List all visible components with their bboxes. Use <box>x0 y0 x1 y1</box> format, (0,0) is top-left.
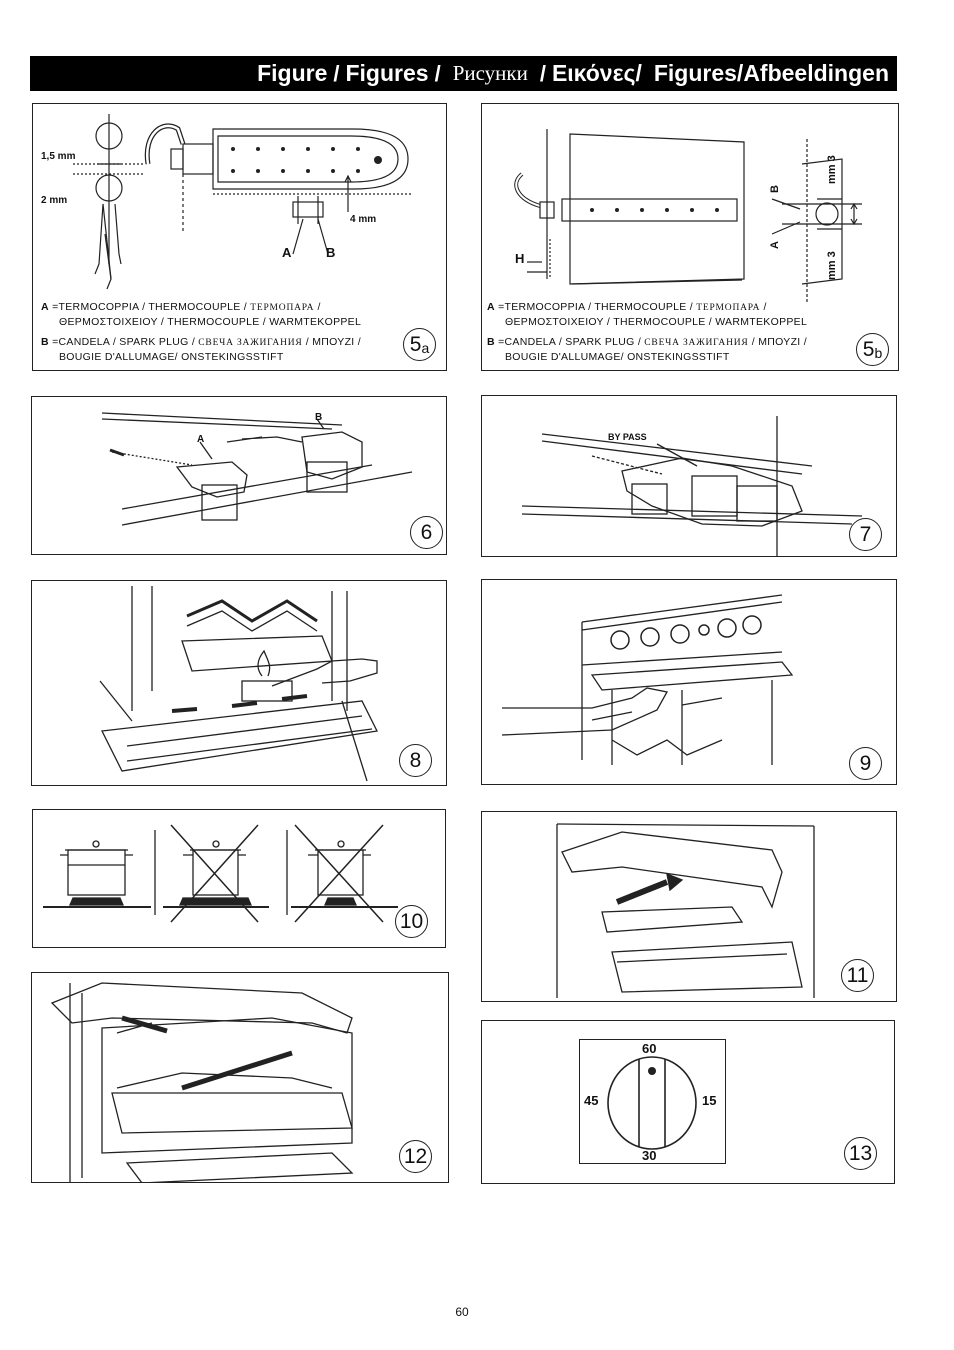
dimension-label: mm 3 <box>826 251 838 280</box>
valve-assembly-drawing <box>101 412 413 526</box>
figure-8-panel: 8 <box>31 580 447 786</box>
burner-thermocouple-drawing <box>73 114 413 290</box>
pot-placement-drawing <box>43 824 398 923</box>
header-sep: / <box>333 60 340 86</box>
figure-number-6: 6 <box>410 516 443 549</box>
figure-number-12: 12 <box>399 1140 432 1173</box>
legend-a-line1: A =TERMOCOPPIA / THERMOCOUPLE / ТЕРМОПАР… <box>41 301 321 313</box>
figure-7-panel: BY PASS 7 <box>481 395 897 557</box>
header-sep: / <box>434 60 441 86</box>
figure-number-7: 7 <box>849 518 882 551</box>
figure-10-panel: 10 <box>32 809 446 948</box>
page-number: 60 <box>455 1305 469 1319</box>
figure-number-13: 13 <box>844 1137 877 1170</box>
header-figures: Figures <box>345 60 429 86</box>
legend-a-line2: ΘΕΡΜΟΣΤΟΙΧΕΙΟΥ / THERMOCOUPLE / WARMTEKO… <box>505 316 808 328</box>
label-b: B <box>769 185 781 193</box>
page-header: Figure / Figures / Рисунки / Εικόνες/ Fi… <box>30 56 897 91</box>
oven-grill-drawing <box>501 594 794 765</box>
legend-b-line1: B =CANDELA / SPARK PLUG / СВЕЧА ЗАЖИГАНИ… <box>487 336 807 348</box>
header-sep: / <box>539 60 546 86</box>
legend-b-line1: B =CANDELA / SPARK PLUG / СВЕЧА ЗАЖИГАНИ… <box>41 336 361 348</box>
figure-5a-panel: 1,5 mm 2 mm 4 mm A B A =TERMOCOPPIA / TH… <box>32 103 447 371</box>
dial-label-top: 60 <box>642 1041 657 1056</box>
label-b: B <box>326 245 336 260</box>
legend-a-line1: A =TERMOCOPPIA / THERMOCOUPLE / ТЕРМОПАР… <box>487 301 767 313</box>
figure-11-panel: 11 <box>481 811 897 1002</box>
timer-dial-frame: 60 45 15 30 <box>579 1039 726 1164</box>
label-a: A <box>282 245 292 260</box>
legend-b-line2: BOUGIE D'ALLUMAGE/ ONSTEKINGSSTIFT <box>505 351 730 363</box>
dial-label-right: 15 <box>702 1093 717 1108</box>
dimension-label: 4 mm <box>350 214 377 225</box>
figure-12-panel: 12 <box>31 972 449 1183</box>
header-russian: Рисунки <box>452 61 528 85</box>
figure-number-11: 11 <box>841 959 874 992</box>
timer-dial-drawing <box>607 1056 697 1150</box>
dial-label-bottom: 30 <box>642 1148 657 1163</box>
dimension-label: mm 3 <box>826 155 838 184</box>
figure-6-panel: A B 6 <box>31 396 447 555</box>
label-h: H <box>515 251 525 266</box>
burner-plate-drawing <box>514 129 862 304</box>
label-a: A <box>197 434 205 445</box>
legend-b-line2: BOUGIE D'ALLUMAGE/ ONSTEKINGSSTIFT <box>59 351 284 363</box>
label-a: A <box>769 241 781 249</box>
label-bypass: BY PASS <box>608 432 647 442</box>
legend-a-line2: ΘΕΡΜΟΣΤΟΙΧΕΙΟΥ / THERMOCOUPLE / WARMTEKO… <box>59 316 362 328</box>
header-figure: Figure <box>257 60 328 86</box>
legend-5b: A =TERMOCOPPIA / THERMOCOUPLE / ТЕРМОПАР… <box>487 300 827 364</box>
figure-13-panel <box>481 1020 895 1184</box>
figure-9-panel: 9 <box>481 579 897 785</box>
dimension-label: 2 mm <box>41 195 68 206</box>
figure-5b-panel: H B A mm 3 mm 3 A =TERMOCOPPIA / THERMOC… <box>481 103 899 371</box>
dimension-label: 1,5 mm <box>41 151 76 162</box>
figure-number-10: 10 <box>395 905 428 938</box>
header-figures-dutch: Figures/Afbeeldingen <box>653 60 889 86</box>
label-b: B <box>315 412 323 423</box>
header-greek: Εικόνες/ <box>551 60 642 86</box>
dial-label-left: 45 <box>584 1093 599 1108</box>
figure-number-9: 9 <box>849 747 882 780</box>
bypass-valve-drawing <box>521 416 863 556</box>
grill-deflector-drawing <box>556 823 815 998</box>
oven-interior-drawing <box>50 982 354 1182</box>
legend-5a: A =TERMOCOPPIA / THERMOCOUPLE / ТЕРМОПАР… <box>41 300 381 364</box>
figure-number-8: 8 <box>399 744 432 777</box>
oven-ignition-drawing <box>99 586 378 782</box>
